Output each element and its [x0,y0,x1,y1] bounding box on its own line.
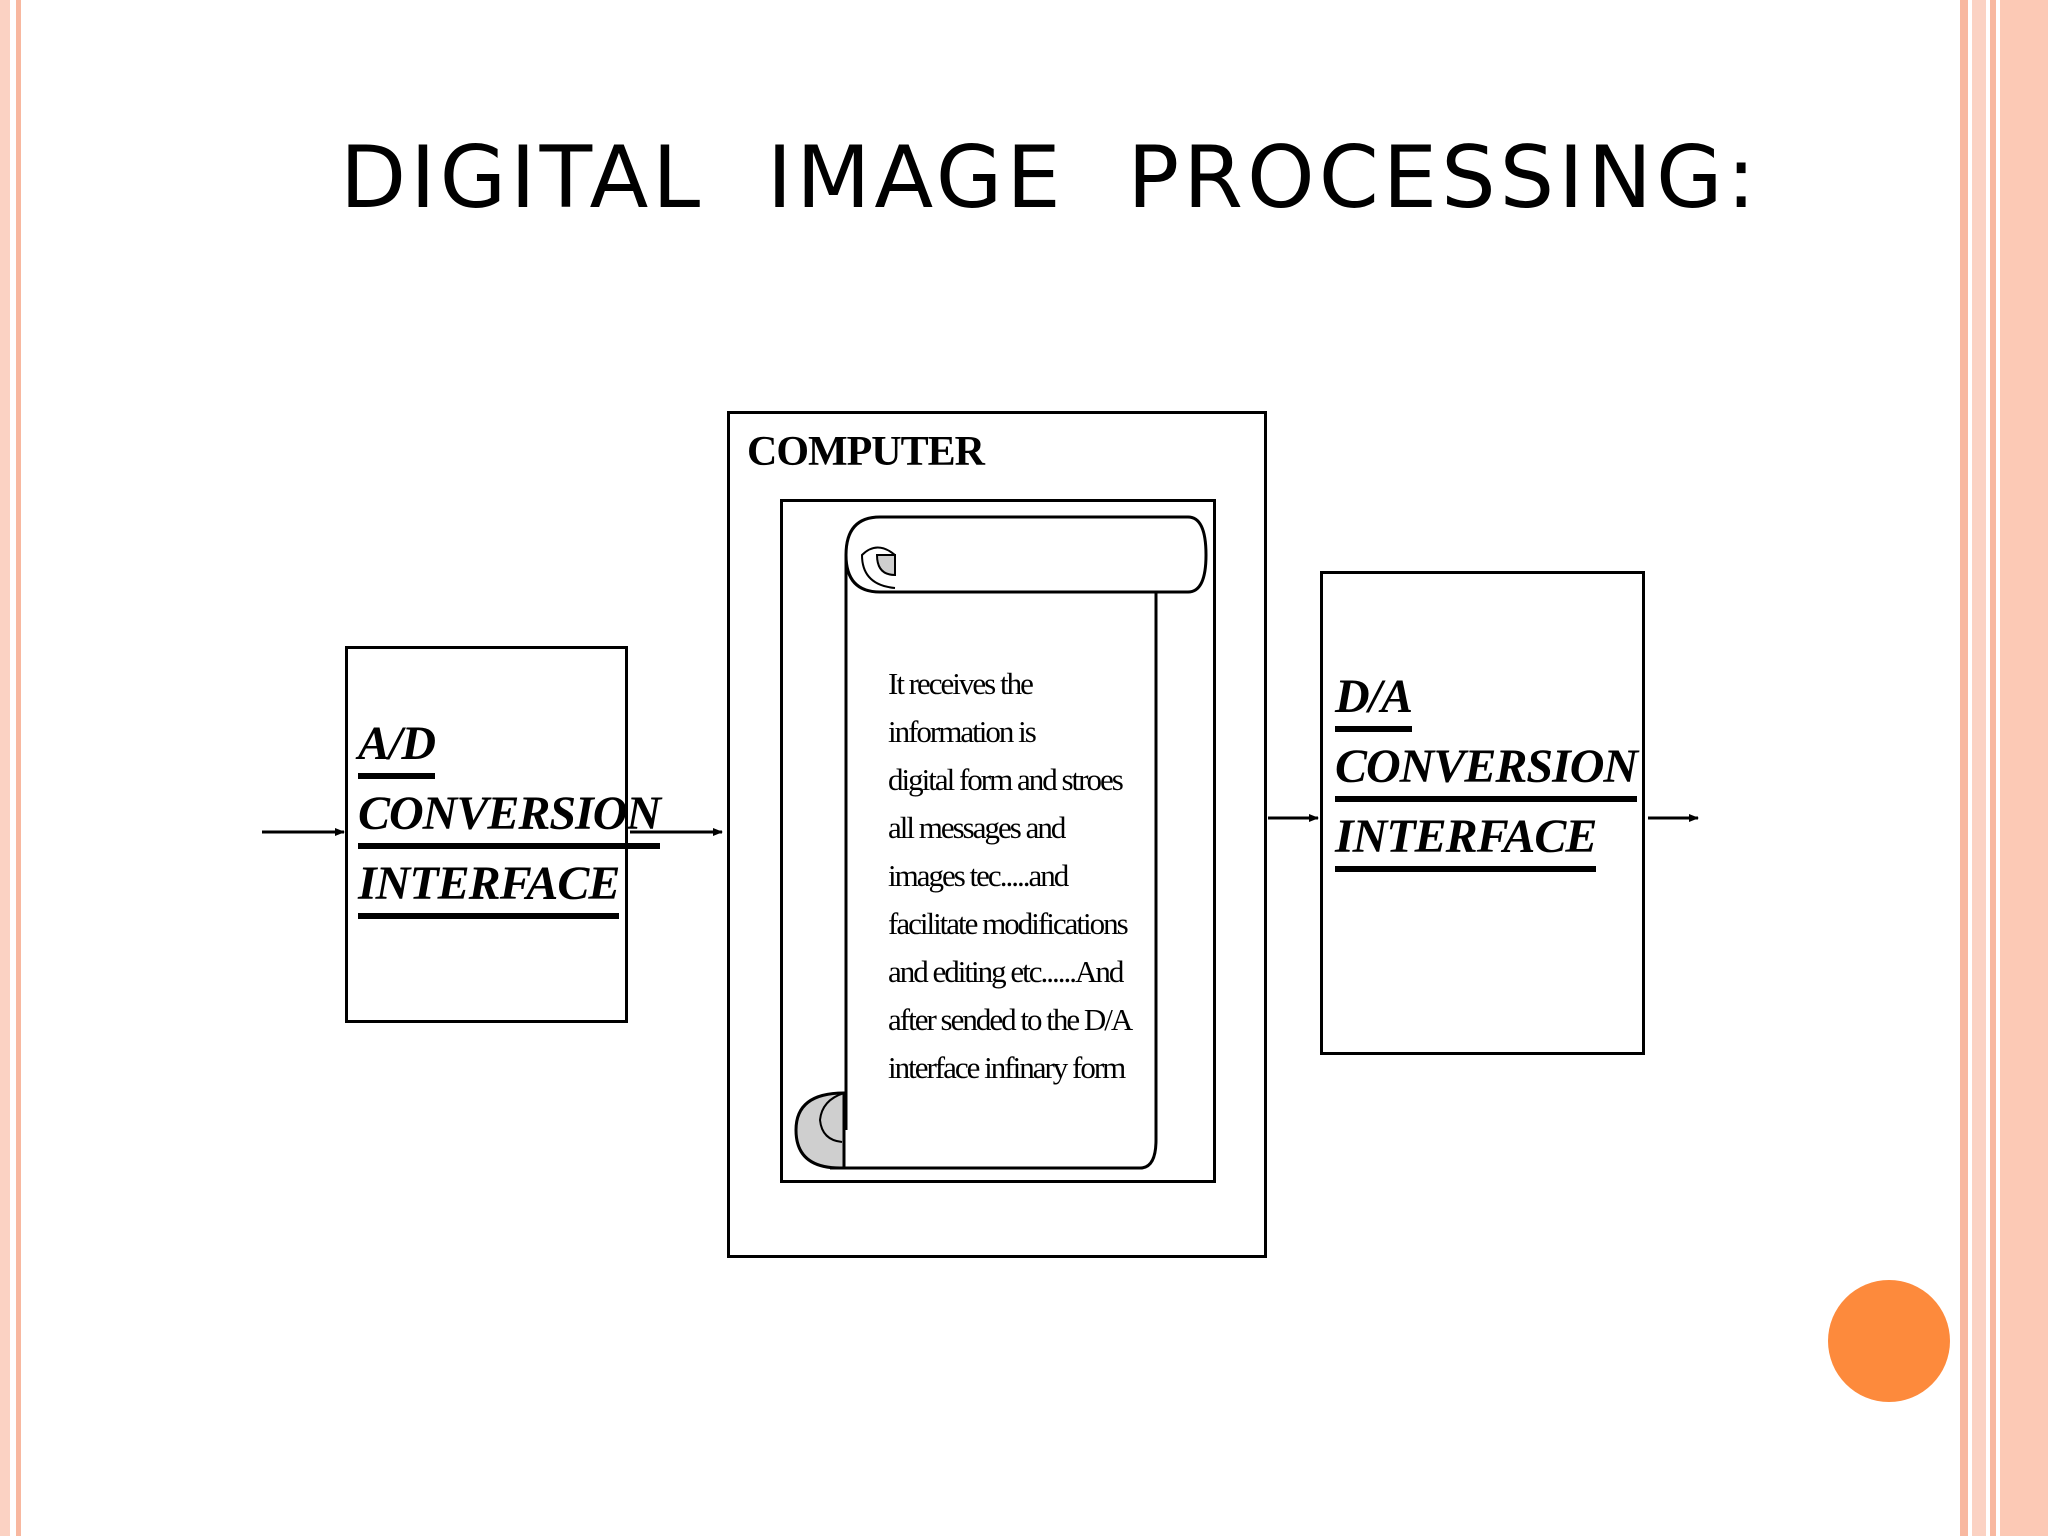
computer-inner-frame [780,499,1216,1183]
slide-border-right-3 [1990,0,1996,1536]
scroll-line-5: images tec.....and [888,858,1069,893]
accent-dot [1828,1280,1950,1402]
scroll-line-3: digital form and stroes [888,762,1124,797]
da-conversion-label: D/A CONVERSION INTERFACE [1335,662,1638,872]
ad-label-line-2: CONVERSION [358,785,661,849]
scroll-line-4: all messages and [888,810,1066,845]
da-label-line-2: CONVERSION [1335,738,1638,802]
ad-label-line-3: INTERFACE [358,855,620,919]
scroll-line-7: and editing etc......And [888,954,1124,989]
slide-border-left-outer [0,0,10,1536]
da-conversion-box: D/A CONVERSION INTERFACE [1320,571,1645,1055]
scroll-description: It receives the information is digital f… [888,660,1133,1092]
slide-border-left-inner [16,0,21,1536]
scroll-line-9: interface infinary form [888,1050,1126,1085]
scroll-line-6: facilitate modifications [888,906,1129,941]
slide-border-right-2 [1972,0,1986,1536]
ad-conversion-label: A/D CONVERSION INTERFACE [358,709,661,919]
slide-title: DIGITAL IMAGE PROCESSING: [340,128,1760,228]
slide-border-right-1 [1960,0,1968,1536]
ad-label-line-1: A/D [358,715,436,779]
scroll-line-8: after sended to the D/A [888,1002,1133,1037]
scroll-line-2: information is [888,714,1037,749]
scroll-line-1: It receives the [888,666,1034,701]
da-label-line-3: INTERFACE [1335,808,1597,872]
slide-border-right-4 [2000,0,2048,1536]
computer-label: COMPUTER [747,429,985,475]
ad-conversion-box: A/D CONVERSION INTERFACE [345,646,661,1023]
da-label-line-1: D/A [1335,668,1413,732]
